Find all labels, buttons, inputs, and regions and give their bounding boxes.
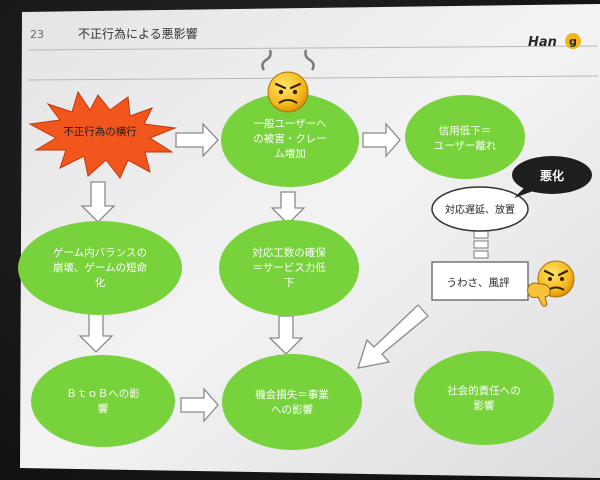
social-responsibility-line-1: 社会的責任への xyxy=(447,384,521,397)
user-harm-line-3: ム増加 xyxy=(274,147,306,160)
node-support-cost: 対応工数の確保 ＝サービス力低 下 xyxy=(219,220,359,316)
flow-arrows xyxy=(78,122,429,423)
misconduct-burst xyxy=(28,90,177,179)
btob-line-1: ＢｔｏＢへの影 xyxy=(66,387,140,400)
angry-face-thumbs-down-icon xyxy=(527,260,575,307)
worsening-callout: 悪化 xyxy=(512,156,592,198)
btob-line-2: 響 xyxy=(98,402,109,415)
support-cost-line-1: 対応工数の確保 xyxy=(252,246,326,259)
node-social-responsibility: 社会的責任への 影響 xyxy=(414,351,554,445)
logo-circle xyxy=(565,33,581,49)
slide-title: 不正行為による悪影響 xyxy=(78,26,198,41)
angry-face-icon xyxy=(261,49,315,113)
worsening-label: 悪化 xyxy=(540,168,564,183)
arrow-userharm-to-trust xyxy=(362,122,401,158)
logo-text: Han xyxy=(528,35,557,50)
arrow-btob-to-opportunity xyxy=(180,387,219,423)
game-balance-line-3: 化 xyxy=(95,276,106,289)
trust-loss-line-2: ユーザー離れ xyxy=(434,139,497,152)
logo-circle-letter: g xyxy=(569,35,577,48)
arrow-rumor-to-opportunity xyxy=(357,304,429,369)
header-divider-bottom xyxy=(27,75,599,81)
arrow-burst-to-balance xyxy=(80,181,116,223)
arrow-support-to-opportunity xyxy=(268,315,304,355)
game-balance-line-2: 崩壊、ゲームの短命 xyxy=(53,261,148,274)
arrow-userharm-to-support xyxy=(270,191,306,225)
node-rumor: うわさ、風評 xyxy=(431,261,529,301)
node-slow-response: 対応遅延、放置 xyxy=(431,186,529,232)
slow-response-label: 対応遅延、放置 xyxy=(445,203,515,216)
arrow-balance-to-btob xyxy=(78,311,114,353)
user-harm-line-2: の被害・クレー xyxy=(253,132,327,145)
opportunity-loss-line-2: への影響 xyxy=(271,403,313,416)
social-responsibility-line-2: 影響 xyxy=(474,399,495,412)
game-balance-line-1: ゲーム内バランスの xyxy=(53,246,147,259)
user-harm-line-1: 一般ユーザーへ xyxy=(253,117,326,130)
trust-loss-line-1: 信用低下＝ xyxy=(439,124,492,137)
arrow-burst-to-userharm xyxy=(175,122,219,158)
opportunity-loss-line-1: 機会損失＝事業 xyxy=(255,388,329,401)
rumor-label: うわさ、風評 xyxy=(447,276,510,289)
node-user-harm: 一般ユーザーへ の被害・クレー ム増加 xyxy=(221,93,359,187)
node-trust-loss: 信用低下＝ ユーザー離れ xyxy=(405,95,525,179)
support-cost-line-2: ＝サービス力低 xyxy=(252,261,326,274)
misconduct-label: 不正行為の横行 xyxy=(63,125,137,138)
header-divider-top xyxy=(27,45,599,51)
brand-logo: Han g xyxy=(528,33,581,50)
connector-steps xyxy=(473,230,489,259)
support-cost-line-3: 下 xyxy=(284,277,295,289)
node-game-balance: ゲーム内バランスの 崩壊、ゲームの短命 化 xyxy=(18,221,182,315)
page-number: 23 xyxy=(30,28,44,41)
node-opportunity-loss: 機会損失＝事業 への影響 xyxy=(222,354,362,450)
node-btob: ＢｔｏＢへの影 響 xyxy=(31,355,175,447)
